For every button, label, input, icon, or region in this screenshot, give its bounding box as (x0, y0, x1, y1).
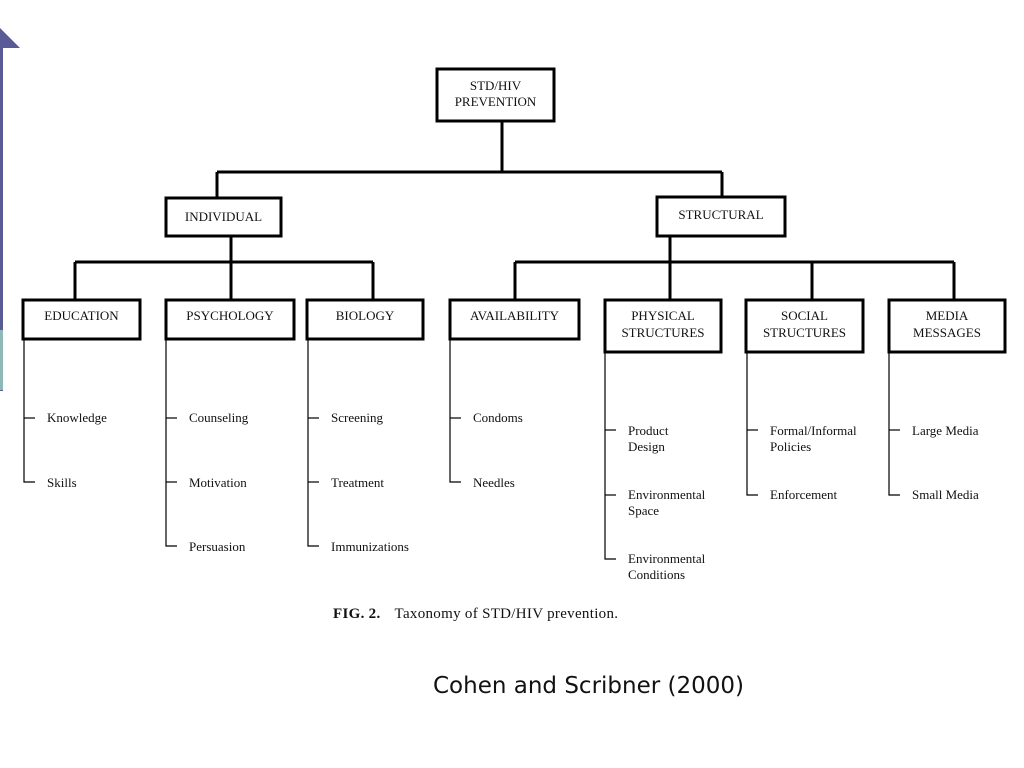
citation: Cohen and Scribner (2000) (433, 673, 744, 699)
physical-structures-label-line-1: PHYSICAL (631, 308, 695, 323)
media-messages-box (887, 298, 1007, 354)
item-motivation: Motivation (189, 475, 247, 490)
physical-structures-box (603, 298, 723, 354)
media-messages-label-line-1: MEDIA (926, 308, 969, 323)
figure-caption: FIG. 2. Taxonomy of STD/HIV prevention. (333, 606, 618, 623)
item-product-design-line-2: Design (628, 439, 665, 454)
root-node: STD/HIV PREVENTION (435, 67, 556, 123)
item-environmental-space-line-2: Space (628, 503, 659, 518)
item-large-media: Large Media (912, 423, 979, 438)
item-counseling: Counseling (189, 410, 249, 425)
media-messages-label-line-2: MESSAGES (913, 325, 981, 340)
education-label: EDUCATION (44, 308, 119, 323)
social-structures-label-line-2: STRUCTURES (763, 325, 846, 340)
biology-box (305, 298, 425, 341)
item-treatment: Treatment (331, 475, 384, 490)
availability-box (448, 298, 581, 341)
item-small-media: Small Media (912, 487, 979, 502)
item-product-design-line-1: Product (628, 423, 669, 438)
branch-node-individual: INDIVIDUAL (164, 196, 283, 238)
item-environmental-conditions-line-1: Environmental (628, 551, 706, 566)
root-label-line-2: PREVENTION (455, 94, 537, 109)
social-structures-label-line-1: SOCIAL (781, 308, 828, 323)
media-messages-items-spine (888, 352, 900, 496)
biology-label: BIOLOGY (336, 308, 395, 323)
individual-box (164, 196, 283, 238)
individual-label: INDIVIDUAL (185, 209, 262, 224)
category-psychology: PSYCHOLOGY Counseling Motivation Persuas… (164, 298, 296, 554)
slide-accent-triangle (0, 28, 20, 48)
item-formal-informal-line-2: Policies (770, 439, 811, 454)
education-box (21, 298, 142, 341)
branch-node-structural: STRUCTURAL (655, 195, 787, 238)
category-social-structures: SOCIAL STRUCTURES Formal/Informal Polici… (744, 298, 865, 502)
structural-label: STRUCTURAL (678, 207, 763, 222)
item-skills: Skills (47, 475, 77, 490)
category-biology: BIOLOGY Screening Treatment Immunization… (305, 298, 425, 554)
education-items-spine (23, 339, 35, 483)
item-needles: Needles (473, 475, 515, 490)
item-persuasion: Persuasion (189, 539, 246, 554)
physical-structures-label-line-2: STRUCTURES (621, 325, 704, 340)
structural-box (655, 195, 787, 238)
psychology-items-spine (165, 339, 177, 547)
taxonomy-tree-diagram: STD/HIV PREVENTION INDIVIDUAL STRUCTURAL… (21, 67, 1007, 582)
social-structures-box (744, 298, 865, 354)
item-environmental-space-line-1: Environmental (628, 487, 706, 502)
item-knowledge: Knowledge (47, 410, 107, 425)
figure-caption-text: Taxonomy of STD/HIV prevention. (394, 606, 619, 622)
category-physical-structures: PHYSICAL STRUCTURES Product Design Envir… (603, 298, 723, 582)
item-enforcement: Enforcement (770, 487, 838, 502)
item-environmental-conditions-line-2: Conditions (628, 567, 685, 582)
item-formal-informal-line-1: Formal/Informal (770, 423, 857, 438)
item-screening: Screening (331, 410, 383, 425)
psychology-box (164, 298, 296, 341)
slide-accent-bar-lower (0, 330, 3, 390)
root-box (435, 67, 556, 123)
category-education: EDUCATION Knowledge Skills (21, 298, 142, 490)
category-availability: AVAILABILITY Condoms Needles (448, 298, 581, 490)
category-media-messages: MEDIA MESSAGES Large Media Small Media (887, 298, 1007, 502)
biology-items-spine (307, 339, 319, 547)
slide-accent-bar (0, 46, 3, 391)
psychology-label: PSYCHOLOGY (186, 308, 274, 323)
item-immunizations: Immunizations (331, 539, 409, 554)
root-label-line-1: STD/HIV (470, 78, 522, 93)
figure-number: FIG. 2. (333, 606, 381, 622)
availability-label: AVAILABILITY (470, 308, 560, 323)
physical-structures-items-spine (604, 352, 616, 560)
availability-items-spine (449, 339, 461, 483)
item-condoms: Condoms (473, 410, 523, 425)
social-structures-items-spine (746, 352, 758, 496)
